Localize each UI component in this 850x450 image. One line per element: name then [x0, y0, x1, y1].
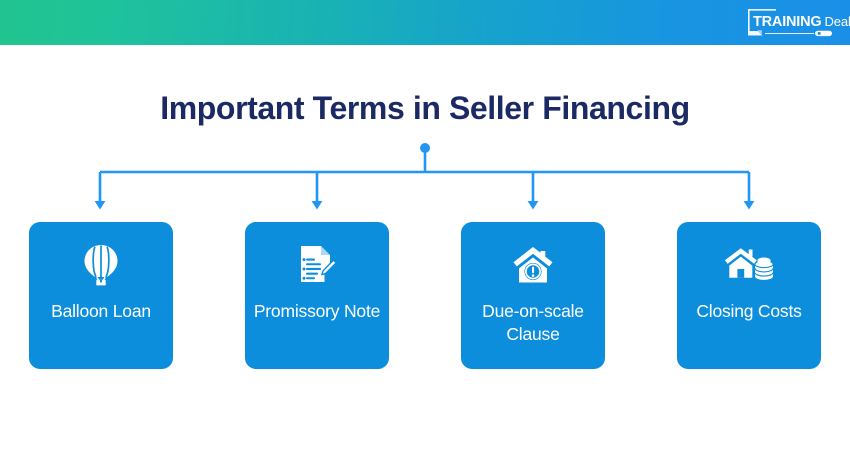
house-alert-icon: [512, 243, 554, 287]
card-balloon-loan[interactable]: Balloon Loan: [29, 222, 173, 369]
card-label: Promissory Note: [253, 301, 381, 321]
coin-stack: [754, 257, 774, 280]
connector-root-dot: [420, 143, 430, 153]
card-label: Closing Costs: [696, 301, 802, 321]
connector-arrow-2: [311, 201, 323, 210]
hot-air-balloon-icon: [83, 243, 119, 287]
logo-primary-text: TRAINING: [753, 14, 822, 30]
training-deals-logo[interactable]: TRAINING Deals: [736, 5, 850, 41]
cards-row: Balloon Loan Promissory Note: [0, 222, 850, 372]
card-label: Due-on-scale Clause: [482, 301, 584, 344]
connector-arrow-1: [94, 201, 106, 210]
logo-secondary-text: Deals: [824, 14, 850, 29]
connector-diagram: [94, 143, 755, 210]
page-title: Important Terms in Seller Financing: [160, 90, 690, 126]
connector-arrow-4: [743, 201, 755, 210]
document-with-pen-icon: [297, 243, 337, 287]
card-promissory-note[interactable]: Promissory Note: [245, 222, 389, 369]
logo-frame-icon: [748, 9, 832, 37]
card-closing-costs[interactable]: Closing Costs: [677, 222, 821, 369]
header-bar: TRAINING Deals: [0, 0, 850, 45]
card-label: Balloon Loan: [51, 301, 151, 321]
house-with-coins-icon: [724, 243, 774, 287]
card-due-on-scale-clause[interactable]: Due-on-scale Clause: [461, 222, 605, 369]
connector-arrow-3: [527, 201, 539, 210]
